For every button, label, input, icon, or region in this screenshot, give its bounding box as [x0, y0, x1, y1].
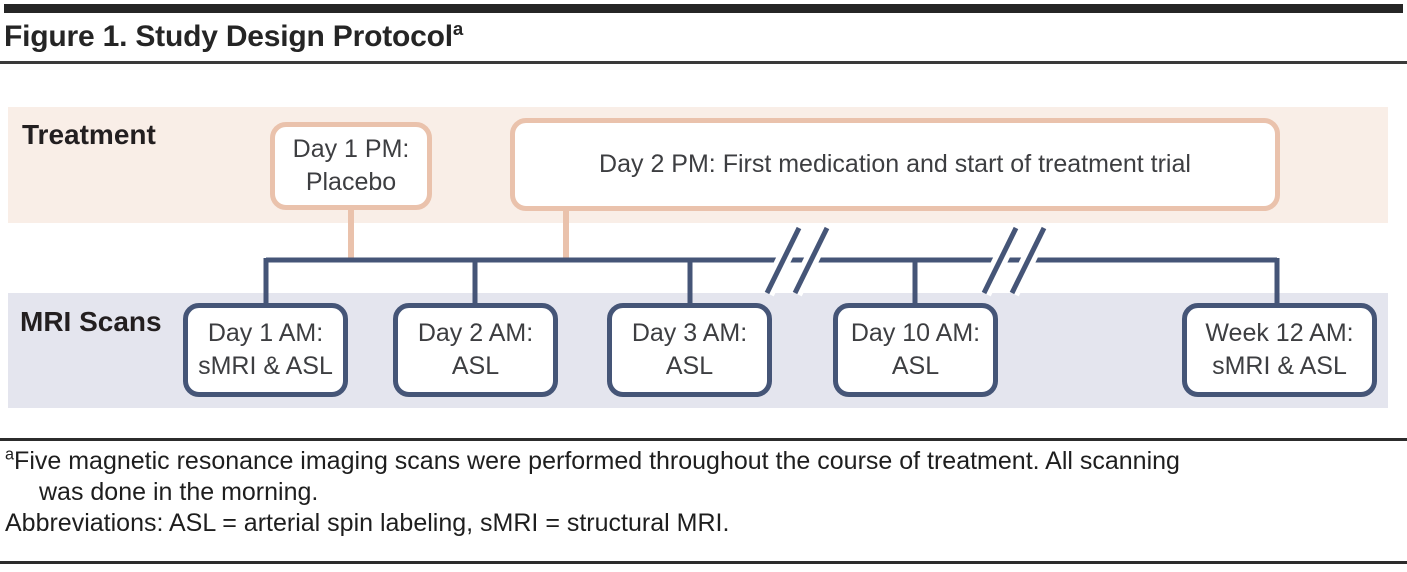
- mri-box-day2am: Day 2 AM: ASL: [393, 303, 558, 397]
- mri-box-day3am: Day 3 AM: ASL: [607, 303, 772, 397]
- mri-box-day10am-line2: ASL: [891, 352, 940, 380]
- footnote-abbreviations: Abbreviations: ASL = arterial spin label…: [5, 509, 730, 537]
- figure-title-text: Figure 1. Study Design Protocol: [4, 20, 453, 53]
- timeline-break-1: [760, 224, 834, 297]
- mri-box-week12am: Week 12 AM: sMRI & ASL: [1182, 303, 1377, 397]
- footnote-line-1: aFive magnetic resonance imaging scans w…: [5, 446, 1405, 477]
- timeline-connectors: [263, 208, 1280, 308]
- mri-box-day2am-line2: ASL: [451, 352, 500, 380]
- bottom-border: [0, 561, 1407, 564]
- mri-box-day3am-line1: Day 3 AM:: [631, 319, 748, 347]
- treatment-box-day1pm: Day 1 PM: Placebo: [270, 122, 432, 210]
- mri-box-week12am-line2: sMRI & ASL: [1212, 352, 1347, 380]
- mri-box-week12am-line1: Week 12 AM:: [1205, 319, 1354, 347]
- mri-box-day1am-line2: sMRI & ASL: [198, 352, 333, 380]
- footnote-superscript: a: [5, 445, 15, 464]
- mri-scans-row-label: MRI Scans: [20, 306, 162, 337]
- footnote-line-2: was done in the morning.: [39, 478, 319, 506]
- mri-box-day10am: Day 10 AM: ASL: [833, 303, 998, 397]
- treatment-row-label: Treatment: [22, 119, 156, 150]
- mri-box-day1am-line1: Day 1 AM:: [207, 319, 324, 347]
- treatment-box-day2pm-line1: Day 2 PM: First medication and start of …: [599, 150, 1191, 178]
- treatment-box-day1pm-line1: Day 1 PM:: [292, 135, 410, 163]
- treatment-box-day2pm: Day 2 PM: First medication and start of …: [510, 118, 1280, 211]
- footnote-divider: [0, 438, 1407, 441]
- mri-box-day3am-line2: ASL: [665, 352, 714, 380]
- timeline-break-2: [977, 224, 1051, 297]
- mri-box-day10am-line1: Day 10 AM:: [850, 319, 981, 347]
- treatment-box-day1pm-line2: Placebo: [305, 168, 397, 196]
- title-divider: [0, 61, 1407, 64]
- header-bar: [4, 4, 1403, 13]
- mri-box-day1am: Day 1 AM: sMRI & ASL: [183, 303, 348, 397]
- figure-title-superscript: a: [452, 18, 464, 39]
- footnote-line-1-text: Five magnetic resonance imaging scans we…: [14, 447, 1180, 475]
- figure-title: Figure 1. Study Design Protocola: [4, 18, 464, 54]
- footnote-block: aFive magnetic resonance imaging scans w…: [5, 446, 1405, 539]
- mri-box-day2am-line1: Day 2 AM:: [417, 319, 534, 347]
